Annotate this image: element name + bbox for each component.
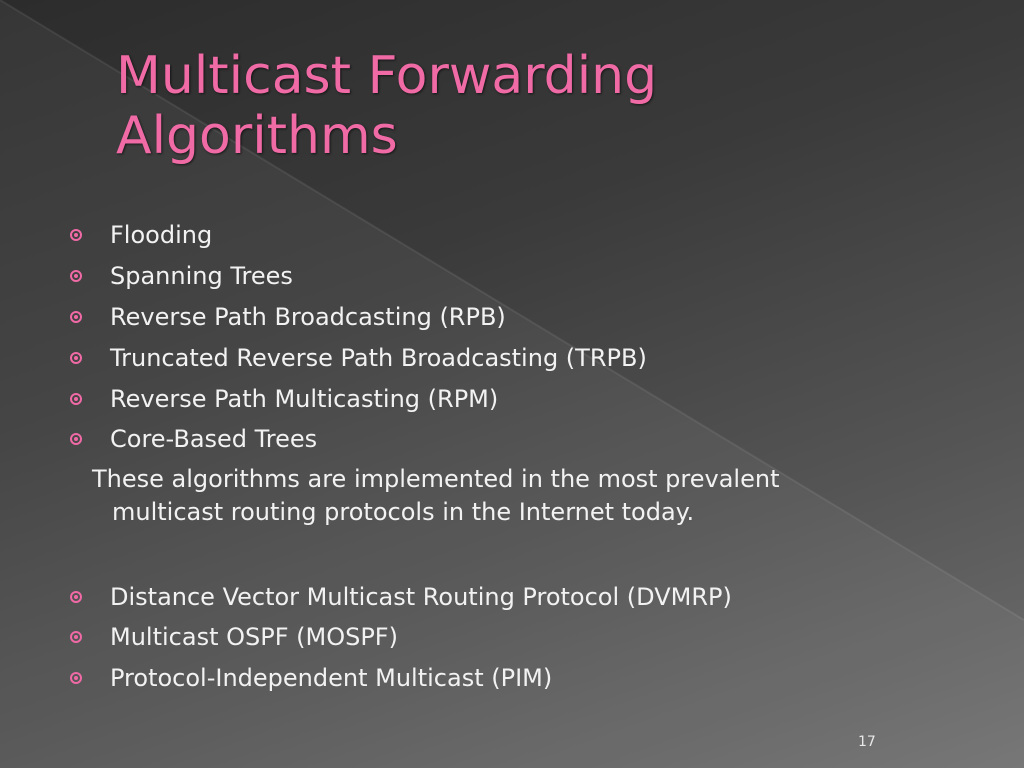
list-item-label: Truncated Reverse Path Broadcasting (TRP…: [110, 344, 647, 372]
note-line-1: These algorithms are implemented in the …: [92, 465, 780, 493]
list-item: Reverse Path Multicasting (RPM): [70, 384, 498, 414]
note-line-2: multicast routing protocols in the Inter…: [112, 498, 695, 526]
bullet-icon: [70, 591, 82, 603]
diagonal-line: [0, 0, 1024, 620]
list-item-label: Spanning Trees: [110, 262, 293, 290]
list-item: Truncated Reverse Path Broadcasting (TRP…: [70, 343, 647, 373]
list-item-label: Flooding: [110, 221, 213, 249]
list-item: Distance Vector Multicast Routing Protoc…: [70, 582, 732, 612]
list-item-label: Reverse Path Multicasting (RPM): [110, 385, 499, 413]
bullet-icon: [70, 631, 82, 643]
list-item: Reverse Path Broadcasting (RPB): [70, 302, 506, 332]
list-item: Protocol-Independent Multicast (PIM): [70, 663, 552, 693]
bullet-icon: [70, 270, 82, 282]
bullet-icon: [70, 229, 82, 241]
bullet-icon: [70, 311, 82, 323]
bullet-icon: [70, 393, 82, 405]
list-item-label: Protocol-Independent Multicast (PIM): [110, 664, 553, 692]
list-item: Flooding: [70, 220, 212, 250]
slide-title: Multicast Forwarding Algorithms: [116, 46, 976, 166]
bullet-icon: [70, 433, 82, 445]
slide-title-line-1: Multicast Forwarding: [116, 46, 658, 106]
slide-title-line-2: Algorithms: [116, 106, 398, 166]
list-item-label: Distance Vector Multicast Routing Protoc…: [110, 583, 732, 611]
page-number: 17: [858, 734, 876, 750]
list-item-label: Core-Based Trees: [110, 425, 318, 453]
list-item: Spanning Trees: [70, 261, 293, 291]
list-item-label: Reverse Path Broadcasting (RPB): [110, 303, 506, 331]
list-item: Core-Based Trees: [70, 424, 317, 454]
note-paragraph: These algorithms are implemented in the …: [92, 463, 892, 529]
list-item-label: Multicast OSPF (MOSPF): [110, 623, 398, 651]
bullet-icon: [70, 672, 82, 684]
list-item: Multicast OSPF (MOSPF): [70, 622, 398, 652]
bullet-icon: [70, 352, 82, 364]
